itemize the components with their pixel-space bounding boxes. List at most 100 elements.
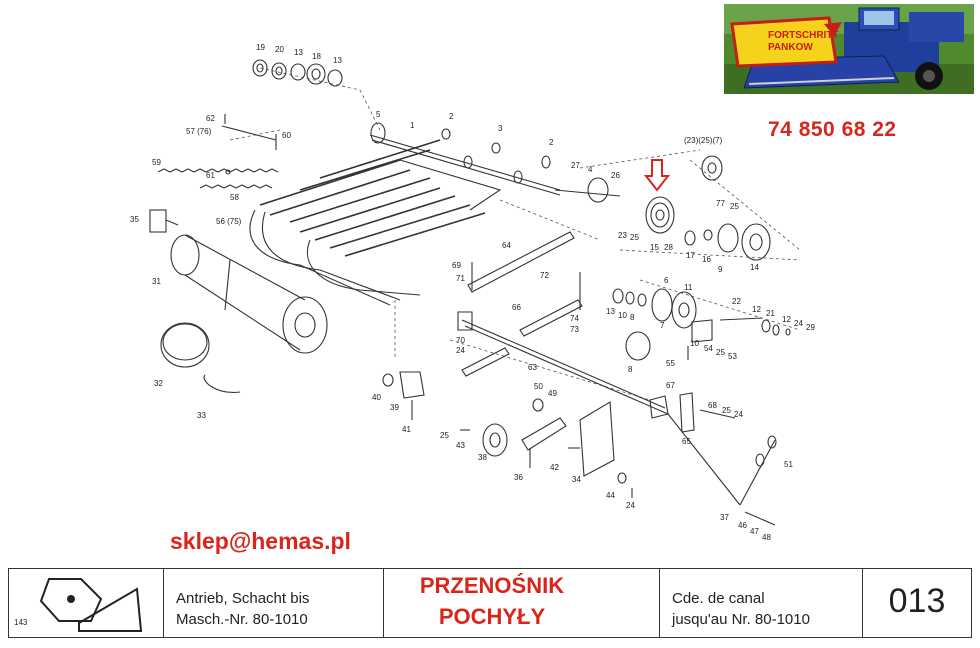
- callout-37: 37: [720, 513, 729, 522]
- callout-1: 1: [410, 121, 415, 130]
- callout-23-25-7: (23)(25)(7): [684, 136, 723, 145]
- red-arrow-indicator: [643, 159, 671, 192]
- callout-57: 57 (76): [186, 127, 212, 136]
- callout-51: 51: [784, 460, 793, 469]
- callout-9: 9: [718, 265, 723, 274]
- callout-21: 21: [766, 309, 775, 318]
- callout-13: 13: [333, 56, 342, 65]
- callout-60: 60: [282, 131, 291, 140]
- callout-39: 39: [390, 403, 399, 412]
- german-line-1: Antrieb, Schacht bis: [176, 590, 310, 607]
- email-address[interactable]: sklep@hemas.pl: [170, 528, 351, 554]
- callout-5: 5: [376, 110, 381, 119]
- callout-72: 72: [540, 271, 549, 280]
- callout-59: 59: [152, 158, 161, 167]
- callout-25: 25: [716, 348, 725, 357]
- german-line-2: Masch.-Nr. 80-1010: [176, 611, 308, 628]
- callout-70: 70: [456, 336, 465, 345]
- callout-13: 13: [294, 48, 303, 57]
- french-line-1: Cde. de canal: [672, 590, 765, 607]
- callout-66: 66: [512, 303, 521, 312]
- french-line-2: jusqu'au Nr. 80-1010: [672, 611, 810, 628]
- callout-42: 42: [550, 463, 559, 472]
- title-block-french-cell: [659, 569, 863, 637]
- harvester-banner: FORTSCHRITT PANKOW: [724, 4, 974, 94]
- callout-10: 10: [690, 339, 699, 348]
- callout-63: 63: [528, 363, 537, 372]
- callout-25: 25: [630, 233, 639, 242]
- callout-23: 23: [618, 231, 627, 240]
- callout-6: 6: [664, 276, 669, 285]
- callout-12: 12: [782, 315, 791, 324]
- callout-24: 24: [456, 346, 465, 355]
- callout-41: 41: [402, 425, 411, 434]
- callout-8: 8: [628, 365, 633, 374]
- callout-38: 38: [478, 453, 487, 462]
- parts-diagram: 19 20 13 18 13 62 57 (76) 60 59 61 58 5 …: [130, 43, 815, 542]
- callout-55: 55: [666, 359, 675, 368]
- callout-24: 24: [794, 319, 803, 328]
- callout-65: 65: [682, 437, 691, 446]
- callout-53: 53: [728, 352, 737, 361]
- callout-25: 25: [722, 406, 731, 415]
- callout-15: 15: [650, 243, 659, 252]
- callout-24: 24: [734, 410, 743, 419]
- title-block-icon-cell: [9, 569, 164, 637]
- title-block-german-cell: [164, 569, 384, 637]
- callout-8: 8: [630, 313, 635, 322]
- callout-43: 43: [456, 441, 465, 450]
- polish-line-1: PRZENOŚNIK: [419, 573, 565, 598]
- callout-36: 36: [514, 473, 523, 482]
- title-block: [8, 568, 972, 638]
- callout-67: 67: [666, 381, 675, 390]
- callout-61: 61: [206, 171, 215, 180]
- callout-18: 18: [312, 52, 321, 61]
- callout-2: 2: [449, 112, 454, 121]
- callout-48: 48: [762, 533, 771, 542]
- callout-56: 56 (75): [216, 217, 242, 226]
- callout-14: 14: [750, 263, 759, 272]
- callout-29: 29: [806, 323, 815, 332]
- polish-title: PRZENOŚNIK POCHYŁY: [392, 570, 592, 632]
- callout-2: 2: [549, 138, 554, 147]
- callout-62: 62: [206, 114, 215, 123]
- callout-44: 44: [606, 491, 615, 500]
- callout-26: 26: [611, 171, 620, 180]
- callout-4: 4: [588, 165, 593, 174]
- drive-symbol-icon: [39, 578, 143, 632]
- callout-20: 20: [275, 45, 284, 54]
- callout-69: 69: [452, 261, 461, 270]
- logo-text-line2: PANKOW: [768, 42, 813, 53]
- callout-22: 22: [732, 297, 741, 306]
- page-number: 013: [888, 582, 946, 620]
- callout-11: 11: [684, 283, 693, 292]
- callout-12: 12: [752, 305, 761, 314]
- callout-7: 7: [660, 321, 665, 330]
- harvester-banner-graphic: FORTSCHRITT PANKOW: [724, 4, 974, 94]
- callout-77: 77: [716, 199, 725, 208]
- callout-32: 32: [154, 379, 163, 388]
- callout-25: 25: [440, 431, 449, 440]
- callout-3: 3: [498, 124, 503, 133]
- callout-13: 13: [606, 307, 615, 316]
- callout-16: 16: [702, 255, 711, 264]
- callout-50: 50: [534, 382, 543, 391]
- callout-46: 46: [738, 521, 747, 530]
- callout-40: 40: [372, 393, 381, 402]
- callout-33: 33: [197, 411, 206, 420]
- callout-27: 27: [571, 161, 580, 170]
- callout-49: 49: [548, 389, 557, 398]
- callout-47: 47: [750, 527, 759, 536]
- callout-58: 58: [230, 193, 239, 202]
- logo-text-line1: FORTSCHRITT: [768, 30, 839, 41]
- callout-54: 54: [704, 344, 713, 353]
- callout-28: 28: [664, 243, 673, 252]
- callout-24: 24: [626, 501, 635, 510]
- callout-34: 34: [572, 475, 581, 484]
- german-description: Antrieb, Schacht bis Masch.-Nr. 80-1010: [176, 588, 309, 630]
- polish-line-2: POCHYŁY: [438, 604, 546, 629]
- callout-10: 10: [618, 311, 627, 320]
- phone-number: 74 850 68 22: [768, 118, 897, 141]
- callout-71: 71: [456, 274, 465, 283]
- callout-64: 64: [502, 241, 511, 250]
